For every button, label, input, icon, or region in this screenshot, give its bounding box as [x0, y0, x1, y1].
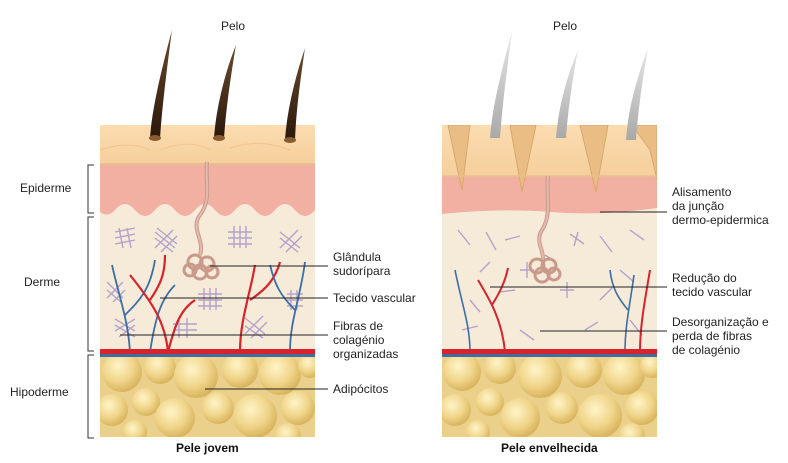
collagen-organized-line1: Fibras de	[333, 319, 398, 333]
aged-surface-layer	[442, 125, 657, 176]
hair-label-aged: Pelo	[553, 19, 577, 33]
collagen-organized-line3: organizadas	[333, 347, 398, 361]
collagen-loss-line2: perda de fibras	[672, 329, 769, 343]
hair-label-young: Pelo	[221, 19, 245, 33]
collagen-loss-line1: Desorganização e	[672, 315, 769, 329]
epidermis-label: Epiderme	[20, 181, 71, 195]
vascular-reduction-line1: Redução do	[672, 271, 752, 285]
sweat-gland-label-line2: sudorípara	[333, 264, 390, 278]
vascular-reduction-label: Redução do tecido vascular	[672, 271, 752, 299]
collagen-organized-line2: colagénio	[333, 333, 398, 347]
flattening-label-line1: Alisamento	[672, 185, 769, 199]
dermis-label: Derme	[24, 275, 60, 289]
collagen-organized-label: Fibras de colagénio organizadas	[333, 319, 398, 361]
vascular-reduction-line2: tecido vascular	[672, 285, 752, 299]
layer-brackets	[88, 165, 94, 438]
flattening-label-line3: dermo-epidermica	[672, 213, 769, 227]
young-skin-title: Pele jovem	[176, 441, 239, 455]
flattening-label-line2: da junção	[672, 199, 769, 213]
flattening-label: Alisamento da junção dermo-epidermica	[672, 185, 769, 227]
sweat-gland-label: Glândula sudorípara	[333, 250, 390, 278]
adipocytes-label: Adipócitos	[333, 382, 388, 396]
aged-hairs	[490, 32, 648, 140]
collagen-loss-label: Desorganização e perda de fibras de cola…	[672, 315, 769, 357]
young-skin-block	[96, 125, 322, 449]
hypodermis-label: Hipoderme	[10, 385, 69, 399]
vascular-tissue-label: Tecido vascular	[333, 291, 416, 305]
collagen-loss-line3: de colagénio	[672, 343, 769, 357]
aged-skin-title: Pele envelhecida	[501, 441, 598, 455]
sweat-gland-label-line1: Glândula	[333, 250, 390, 264]
